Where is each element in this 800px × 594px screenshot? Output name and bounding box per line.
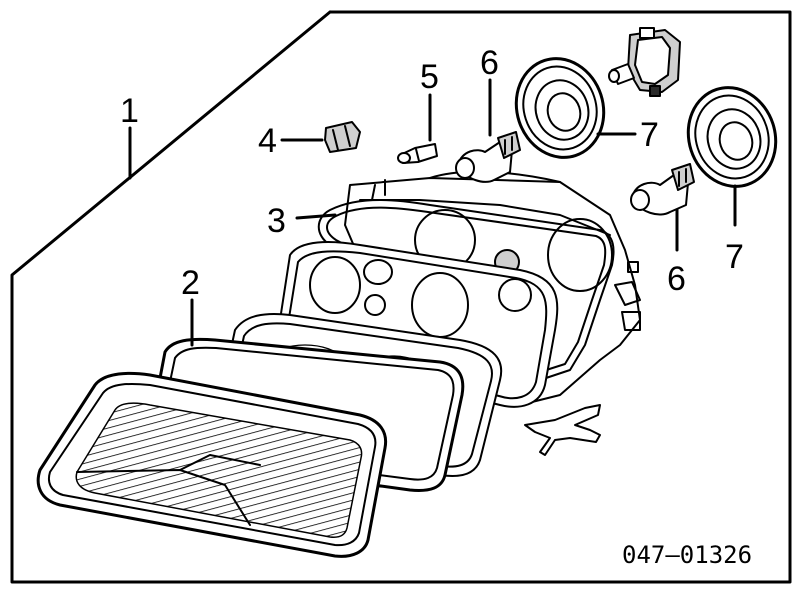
assembly-boundary: [10, 10, 792, 584]
callout-7a: 7: [640, 116, 659, 154]
halogen-bulb-upper: [455, 78, 521, 183]
bulb-socket-assembly: [608, 27, 681, 97]
diagram-part-number: 047—01326: [622, 541, 752, 569]
headlight-gasket: [317, 199, 615, 381]
callout-3: 3: [267, 202, 286, 240]
retaining-spring: [524, 404, 601, 456]
callout-7b: 7: [725, 238, 744, 276]
callout-6b: 6: [667, 260, 686, 298]
wedge-bulb: [397, 93, 438, 164]
front-lens: [36, 371, 388, 558]
halogen-bulb-lower: [630, 163, 695, 252]
bulb-clip: [280, 121, 361, 153]
callout-2: 2: [181, 264, 200, 302]
callout-4: 4: [258, 122, 277, 160]
dust-cover-lower: [686, 86, 778, 227]
callout-6a: 6: [480, 44, 499, 82]
dust-cover-upper: [514, 57, 637, 159]
leader-3: [295, 213, 337, 220]
callout-5: 5: [420, 58, 439, 96]
callout-1: 1: [120, 92, 139, 130]
